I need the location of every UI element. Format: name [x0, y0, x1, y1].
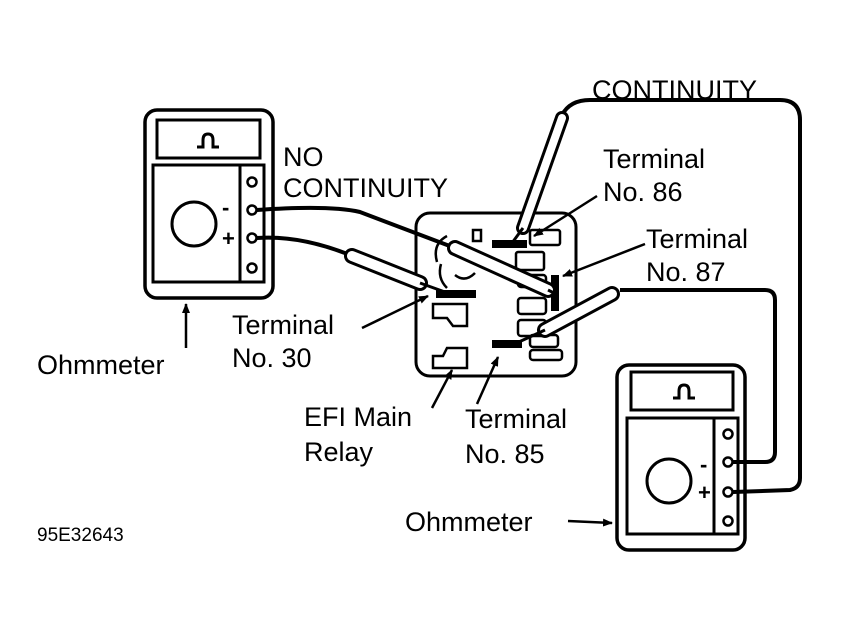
arrow-terminal-87: [562, 242, 646, 278]
label-no-continuity: NO CONTINUITY: [283, 142, 448, 203]
pulse-icon: [197, 132, 219, 149]
svg-text:EFI Main: EFI Main: [304, 402, 412, 432]
arrow-terminal-30: [361, 294, 429, 330]
pulse-icon: [673, 383, 695, 400]
test-lead-right-minus[interactable]: [620, 288, 777, 464]
svg-text:No. 30: No. 30: [232, 343, 312, 373]
minus-sign: -: [222, 195, 229, 220]
label-terminal-85: Terminal No. 85: [465, 404, 567, 469]
meter-body: [615, 363, 747, 552]
figure-code: 95E32643: [37, 525, 124, 546]
svg-text:Terminal: Terminal: [646, 224, 748, 254]
minus-sign: -: [700, 452, 707, 477]
jack-minus[interactable]: [246, 204, 258, 216]
terminal-86[interactable]: [492, 240, 527, 248]
jack[interactable]: [246, 176, 258, 188]
label-efi-main-relay: EFI Main Relay: [304, 402, 412, 467]
jack-plus[interactable]: [246, 232, 258, 244]
ohmmeter-left: - +: [143, 108, 275, 300]
arrow-relay: [430, 369, 454, 409]
relay-body: [414, 211, 578, 378]
test-lead-left-plus[interactable]: [256, 235, 351, 257]
test-lead-left-minus[interactable]: [256, 205, 456, 250]
label-terminal-30: Terminal No. 30: [232, 310, 334, 373]
jack[interactable]: [722, 515, 734, 527]
terminal-30[interactable]: [436, 290, 476, 298]
selector-dial[interactable]: [170, 200, 218, 248]
test-lead-right-plus[interactable]: [560, 98, 802, 494]
meter-panel: [625, 416, 740, 536]
svg-text:Relay: Relay: [304, 437, 374, 467]
meter-display: [629, 370, 735, 412]
meter-display: [155, 118, 262, 160]
efi-main-relay: [414, 211, 578, 378]
svg-text:No. 86: No. 86: [603, 177, 683, 207]
meter-body: [143, 108, 275, 300]
plus-sign: +: [698, 480, 711, 505]
label-terminal-86: Terminal No. 86: [603, 144, 705, 207]
svg-text:NO: NO: [283, 142, 324, 172]
jack[interactable]: [722, 428, 734, 440]
selector-dial[interactable]: [645, 457, 693, 505]
svg-text:No. 87: No. 87: [646, 257, 726, 287]
svg-text:CONTINUITY: CONTINUITY: [283, 173, 448, 203]
svg-text:No. 85: No. 85: [465, 439, 545, 469]
plus-sign: +: [222, 226, 235, 251]
label-continuity: CONTINUITY: [592, 75, 757, 105]
label-ohmmeter-right: Ohmmeter: [405, 507, 533, 537]
terminal-85[interactable]: [492, 340, 522, 348]
ohmmeter-right: - +: [615, 363, 747, 552]
svg-text:Terminal: Terminal: [603, 144, 705, 174]
label-terminal-87: Terminal No. 87: [646, 224, 748, 287]
arrow-terminal-86: [533, 194, 598, 238]
jack-minus[interactable]: [722, 456, 734, 468]
label-ohmmeter-left: Ohmmeter: [37, 350, 165, 380]
svg-text:Terminal: Terminal: [465, 404, 567, 434]
jack[interactable]: [246, 262, 258, 274]
meter-panel: [151, 163, 266, 284]
jack-plus[interactable]: [722, 486, 734, 498]
arrow-terminal-85: [475, 356, 500, 405]
arrow-ohmmeter-right: [567, 518, 613, 527]
svg-text:Terminal: Terminal: [232, 310, 334, 340]
